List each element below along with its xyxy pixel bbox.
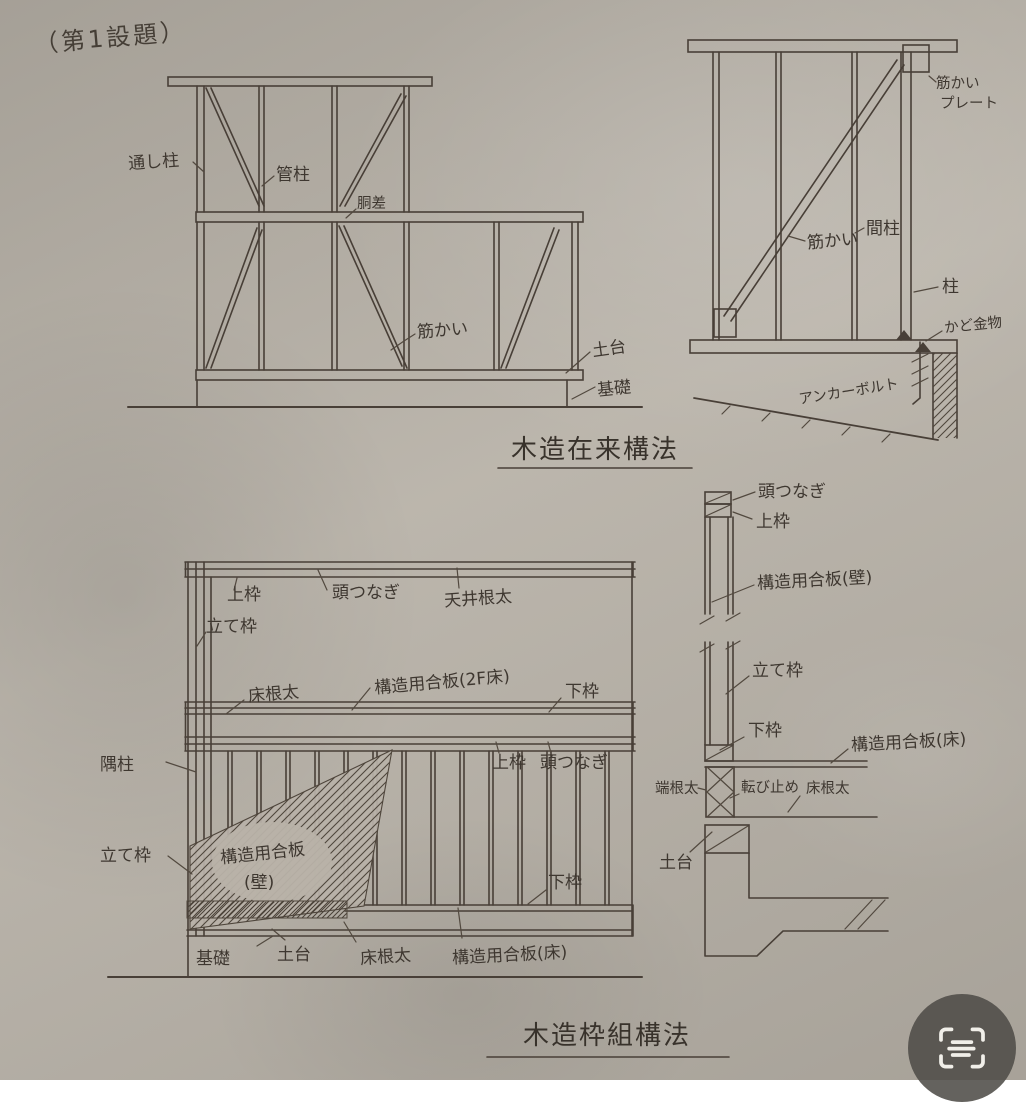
label-sill: 土台 — [277, 945, 311, 965]
scan-text-icon — [939, 1027, 985, 1069]
diagram-wall-section: 頭つなぎ 上枠 構造用合板(壁) 立て枠 下枠 構造用合板(床) 端根太 転び止… — [655, 482, 967, 957]
label-brace-plate-line2: プレート — [940, 95, 998, 112]
label-standard-post: 管柱 — [276, 165, 310, 185]
label-head-tie-lower: 頭つなぎ — [540, 753, 608, 773]
leader-lines — [165, 567, 562, 947]
label-foundation: 基礎 — [596, 377, 632, 400]
label-head-tie: 頭つなぎ — [758, 482, 826, 502]
label-anchor-bolt: アンカーボルト — [798, 375, 900, 408]
label-bottom-plate: 下枠 — [748, 721, 782, 741]
label-plywood-floor: 構造用合板(床) — [851, 730, 967, 756]
label-continuous-post: 通し柱 — [128, 151, 180, 175]
label-diagonal-brace: 筋かい — [416, 319, 468, 343]
plywood-wall-sheet — [189, 749, 393, 930]
corner-hardware-mark — [915, 342, 931, 352]
label-rim-joist: 端根太 — [655, 780, 699, 797]
label-plywood-2f-floor: 構造用合板(2F床) — [374, 667, 511, 699]
label-sill: 土台 — [591, 337, 627, 362]
label-vertical-stud-top: 立て枠 — [206, 617, 257, 637]
corner-hardware-mark — [896, 330, 912, 340]
label-brace-plate-line1: 筋かい — [936, 75, 980, 92]
plywood-sheet-edge-hatch — [186, 900, 348, 919]
section-linework — [699, 491, 889, 957]
label-bottom-plate: 下枠 — [548, 873, 582, 893]
label-post: 柱 — [942, 277, 959, 297]
label-floor-joist: 床根太 — [806, 780, 850, 797]
label-ceiling-joist: 天井根太 — [443, 587, 512, 612]
frame-linework — [127, 76, 643, 408]
label-top-plate-lower: 上枠 — [492, 753, 526, 773]
caption-platform-frame-method: 木造枠組構法 — [523, 1021, 691, 1051]
foundation-hatch — [933, 353, 957, 438]
label-diagonal-brace: 筋かい — [806, 229, 859, 253]
label-floor-joist-mid: 床根太 — [247, 682, 300, 706]
label-corner-post: 隅柱 — [100, 755, 134, 775]
label-corner-hardware: かど金物 — [943, 314, 1002, 337]
label-top-plate: 上枠 — [756, 512, 790, 532]
leader-lines — [192, 161, 596, 400]
scan-text-button[interactable] — [908, 994, 1016, 1102]
leader-lines — [787, 75, 943, 342]
label-plywood-wall-line2: (壁) — [244, 873, 274, 893]
label-plywood-wall: 構造用合板(壁) — [757, 568, 873, 594]
label-girth-beam: 胴差 — [357, 195, 386, 212]
diagram-platform-frame-elevation: 上枠 立て枠 頭つなぎ 天井根太 床根太 構造用合板(2F床) 下枠 上枠 頭つ… — [100, 561, 730, 1058]
diagram-conventional-elevation: 通し柱 管柱 胴差 筋かい 土台 基礎 木造在来構法 — [127, 76, 693, 469]
label-blocking: 転び止め — [741, 779, 799, 796]
label-stud: 間柱 — [866, 219, 900, 239]
caption-conventional-method: 木造在来構法 — [511, 435, 679, 465]
label-vertical-stud-left: 立て枠 — [100, 846, 151, 866]
leader-lines — [689, 491, 849, 853]
frame-linework — [687, 39, 958, 443]
label-plywood-floor: 構造用合板(床) — [452, 943, 568, 969]
header-note: （第1設題） — [33, 17, 188, 58]
label-foundation: 基礎 — [196, 949, 230, 969]
label-floor-joist-bottom: 床根太 — [359, 946, 411, 970]
diagram-brace-frame: 筋かい プレート 筋かい 間柱 柱 かど金物 アンカーボルト — [687, 39, 1003, 443]
label-bottom-plate-mid: 下枠 — [565, 682, 599, 702]
label-sill: 土台 — [659, 853, 693, 873]
label-head-tie-top: 頭つなぎ — [332, 583, 400, 603]
label-vertical-stud: 立て枠 — [752, 661, 803, 681]
label-top-plate: 上枠 — [227, 585, 261, 605]
